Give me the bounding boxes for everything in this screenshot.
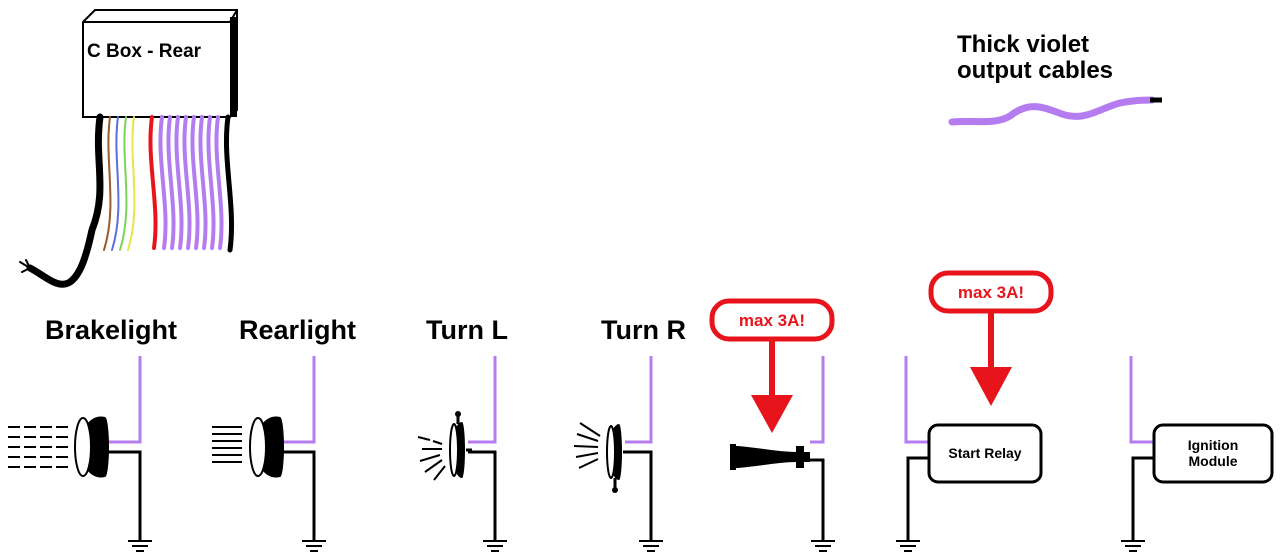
start-relay-output: Start Relay max 3A!: [896, 270, 1054, 552]
horn-icon: [730, 444, 810, 470]
start-relay-box: Start Relay: [927, 423, 1043, 484]
label-brakelight: Brakelight: [45, 315, 177, 345]
violet-cable-sample: [948, 96, 1156, 126]
wire-blue: [111, 116, 120, 251]
horn-output: max 3A!: [709, 298, 835, 552]
c-box: C Box - Rear: [82, 9, 238, 118]
c-box-title: C Box - Rear: [87, 41, 202, 62]
cable-bundle: [19, 113, 235, 288]
turn-l-output: [417, 356, 507, 552]
arrow-down-icon: [970, 367, 1012, 406]
warning-max-3a-relay: max 3A!: [928, 270, 1054, 406]
rearlight-output: [212, 356, 326, 552]
ground-icon: [483, 540, 507, 552]
wire-brown: [103, 116, 112, 251]
legend-line-2: output cables: [957, 57, 1113, 84]
arrow-down-icon: [751, 395, 793, 433]
ignition-module-box: Ignition Module: [1152, 423, 1274, 484]
warning-max-3a-horn: max 3A!: [709, 298, 835, 433]
ignition-module-label-2: Module: [1189, 453, 1238, 469]
turn-signal-right-icon: [573, 422, 628, 493]
legend-line-1: Thick violet: [957, 31, 1089, 58]
turn-r-output: [573, 356, 663, 552]
warning-text-relay: max 3A!: [958, 283, 1024, 302]
label-rearlight: Rearlight: [239, 315, 356, 345]
brakelight-lamp-icon: [8, 416, 109, 478]
ground-icon: [302, 540, 326, 552]
ground-icon: [896, 540, 920, 552]
start-relay-label: Start Relay: [948, 445, 1021, 461]
ignition-module-output: Ignition Module: [1121, 356, 1274, 552]
ground-icon: [811, 540, 835, 552]
wire-green: [119, 116, 128, 251]
label-turn-l: Turn L: [426, 315, 508, 345]
wire-yellow: [127, 116, 136, 251]
legend: Thick violet output cables: [948, 31, 1162, 126]
wire-red: [148, 115, 158, 250]
rearlight-lamp-icon: [212, 416, 284, 478]
turn-signal-left-icon: [417, 411, 472, 481]
ground-icon: [1121, 540, 1145, 552]
ground-icon: [639, 540, 663, 552]
ignition-module-label-1: Ignition: [1188, 437, 1239, 453]
label-turn-r: Turn R: [601, 315, 686, 345]
brakelight-output: [8, 356, 152, 552]
warning-text-horn: max 3A!: [739, 311, 805, 330]
ground-icon: [128, 540, 152, 552]
